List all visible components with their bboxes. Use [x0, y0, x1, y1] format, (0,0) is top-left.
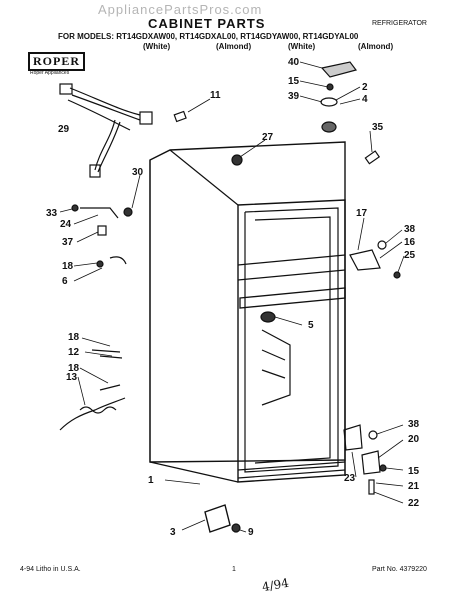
callout-12: 12 — [68, 347, 80, 358]
callout-18c: 18 — [68, 363, 80, 374]
callout-23: 23 — [344, 473, 356, 484]
callout-25: 25 — [404, 250, 416, 261]
callout-13: 13 — [66, 372, 78, 383]
callout-15a: 15 — [288, 76, 300, 87]
model-color-almond-2: (Almond) — [358, 42, 394, 51]
roper-logo: ROPER — [28, 52, 85, 71]
callout-21: 21 — [408, 481, 420, 492]
callout-29: 29 — [58, 124, 70, 135]
callout-1: 1 — [148, 475, 154, 486]
model-color-almond-1: (Almond) — [216, 42, 252, 51]
watermark-text: AppliancePartsPros.com — [98, 2, 263, 17]
footer-page-number: 1 — [232, 566, 236, 573]
callout-27: 27 — [262, 132, 274, 143]
callout-2: 2 — [362, 82, 368, 93]
callout-38b: 38 — [408, 419, 420, 430]
footer-litho: 4-94 Litho in U.S.A. — [20, 566, 81, 573]
callout-22: 22 — [408, 498, 420, 509]
appliance-category: REFRIGERATOR — [372, 20, 427, 27]
callout-9: 9 — [248, 527, 254, 538]
model-color-white-1: (White) — [143, 42, 171, 51]
callout-30: 30 — [132, 167, 144, 178]
callout-5: 5 — [308, 320, 314, 331]
model-color-white-2: (White) — [288, 42, 316, 51]
callout-38a: 38 — [404, 224, 416, 235]
callout-6: 6 — [62, 276, 68, 287]
callout-3: 3 — [170, 527, 176, 538]
callout-18a: 18 — [62, 261, 74, 272]
small-parts — [59, 61, 401, 533]
callout-33: 33 — [46, 208, 58, 219]
footer-part-number: Part No. 4379220 — [372, 566, 427, 573]
model-list: FOR MODELS: RT14GDXAW00, RT14GDXAL00, RT… — [58, 32, 359, 41]
callout-24: 24 — [60, 219, 72, 230]
callout-11: 11 — [210, 90, 221, 101]
callout-18b: 18 — [68, 332, 80, 343]
leader-lines — [59, 61, 405, 533]
callout-37: 37 — [62, 237, 74, 248]
callout-35: 35 — [372, 122, 384, 133]
callout-39: 39 — [288, 91, 300, 102]
callout-16: 16 — [404, 237, 416, 248]
callout-20: 20 — [408, 434, 420, 445]
logo-tagline: Roper Appliances — [30, 70, 70, 76]
callout-40: 40 — [288, 57, 300, 68]
wiring-harness-part — [59, 83, 153, 178]
page-title: CABINET PARTS — [148, 16, 266, 31]
callout-4: 4 — [362, 94, 368, 105]
callout-labels: 1 2 3 4 5 6 9 11 12 13 15 16 17 18 20 21… — [46, 57, 420, 538]
callout-15b: 15 — [408, 466, 420, 477]
refrigerator-cabinet — [149, 141, 346, 483]
callout-17: 17 — [356, 208, 368, 219]
